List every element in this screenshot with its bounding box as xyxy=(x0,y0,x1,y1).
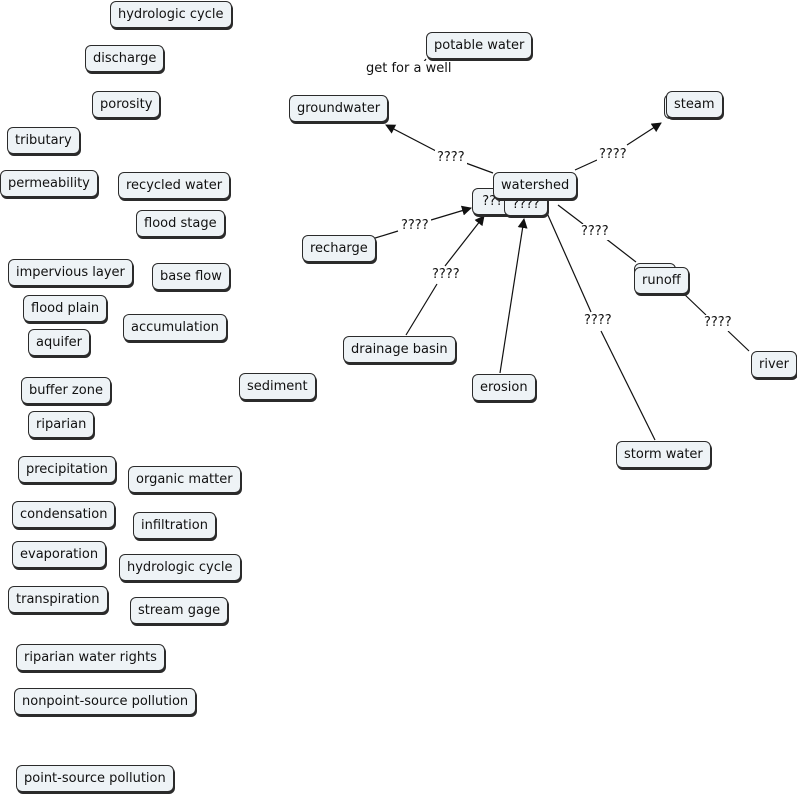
link-watershed-groundwater xyxy=(462,161,494,174)
concept-hub-front[interactable]: ???? xyxy=(504,194,548,216)
link-watershed-runoff-2 xyxy=(604,237,637,263)
link-erosion-hub xyxy=(499,218,528,374)
link-label-from-recharge: ???? xyxy=(399,218,431,234)
link-label-well-note: get for a well xyxy=(364,61,454,77)
link-watershed-stormwater-2 xyxy=(600,330,656,441)
concept-groundwater[interactable]: groundwater xyxy=(289,95,389,122)
link-runoff-river-2 xyxy=(727,330,750,352)
concept-flood-plain[interactable]: flood plain xyxy=(23,295,108,322)
concept-aquifer[interactable]: aquifer xyxy=(28,329,90,356)
concept-buffer-zone[interactable]: buffer zone xyxy=(21,377,111,404)
link-runoff-river xyxy=(682,292,707,316)
concept-stream-gage[interactable]: stream gage xyxy=(130,597,229,624)
concept-river[interactable]: river xyxy=(751,351,797,378)
link-watershed-groundwater-arrow xyxy=(385,124,437,152)
concept-transpiration[interactable]: transpiration xyxy=(8,586,108,613)
concept-steam[interactable]: steam xyxy=(666,91,723,118)
concept-riparian[interactable]: riparian xyxy=(28,411,95,438)
concept-porosity[interactable]: porosity xyxy=(92,91,161,118)
concept-watershed[interactable]: watershed xyxy=(493,172,578,199)
link-watershed-stormwater xyxy=(546,212,592,313)
concept-precipitation[interactable]: precipitation xyxy=(18,456,116,483)
concept-infiltration[interactable]: infiltration xyxy=(133,512,216,539)
concept-potable-water[interactable]: potable water xyxy=(426,32,533,59)
link-label-to-storm-water: ???? xyxy=(582,313,614,329)
link-label-runoff-to-river: ???? xyxy=(702,315,734,331)
concept-erosion[interactable]: erosion xyxy=(472,374,536,401)
link-watershed-steam-arrow xyxy=(626,122,662,146)
link-label-to-groundwater: ???? xyxy=(435,150,467,166)
concept-runoff[interactable]: runoff xyxy=(634,267,689,294)
concept-organic-matter[interactable]: organic matter xyxy=(128,466,241,493)
concept-tributary[interactable]: tributary xyxy=(7,127,80,154)
concept-nonpoint-source-pollution[interactable]: nonpoint-source pollution xyxy=(14,688,197,715)
link-recharge-hub-arrow xyxy=(430,205,472,221)
concept-condensation[interactable]: condensation xyxy=(12,501,116,528)
link-watershed-steam xyxy=(574,159,598,171)
concept-base-flow[interactable]: base flow xyxy=(152,263,230,290)
link-drainage-hub xyxy=(405,283,438,336)
concept-hydrologic-cycle[interactable]: hydrologic cycle xyxy=(110,1,232,28)
concept-impervious-layer[interactable]: impervious layer xyxy=(8,259,133,286)
link-label-to-steam: ???? xyxy=(597,147,629,163)
link-recharge-hub xyxy=(371,230,399,240)
concept-recycled-water[interactable]: recycled water xyxy=(118,172,231,199)
link-label-to-runoff: ???? xyxy=(579,224,611,240)
concept-sediment[interactable]: sediment xyxy=(239,373,316,400)
concept-drainage-basin[interactable]: drainage basin xyxy=(343,336,456,363)
concept-discharge[interactable]: discharge xyxy=(85,45,165,72)
concept-riparian-water-rights[interactable]: riparian water rights xyxy=(16,644,165,671)
link-watershed-runoff xyxy=(557,204,584,225)
link-drainage-hub-arrow xyxy=(444,215,485,267)
concept-flood-stage[interactable]: flood stage xyxy=(136,210,225,237)
concept-evaporation[interactable]: evaporation xyxy=(12,541,107,568)
concept-point-source-pollution[interactable]: point-source pollution xyxy=(16,765,174,792)
concept-recharge[interactable]: recharge xyxy=(302,235,376,262)
link-label-from-drainage-basin: ???? xyxy=(430,267,462,283)
concept-storm-water[interactable]: storm water xyxy=(616,441,711,468)
concept-accumulation[interactable]: accumulation xyxy=(123,314,227,341)
concept-permeability[interactable]: permeability xyxy=(0,170,98,197)
concept-hydrologic-cycle-2[interactable]: hydrologic cycle xyxy=(119,554,241,581)
